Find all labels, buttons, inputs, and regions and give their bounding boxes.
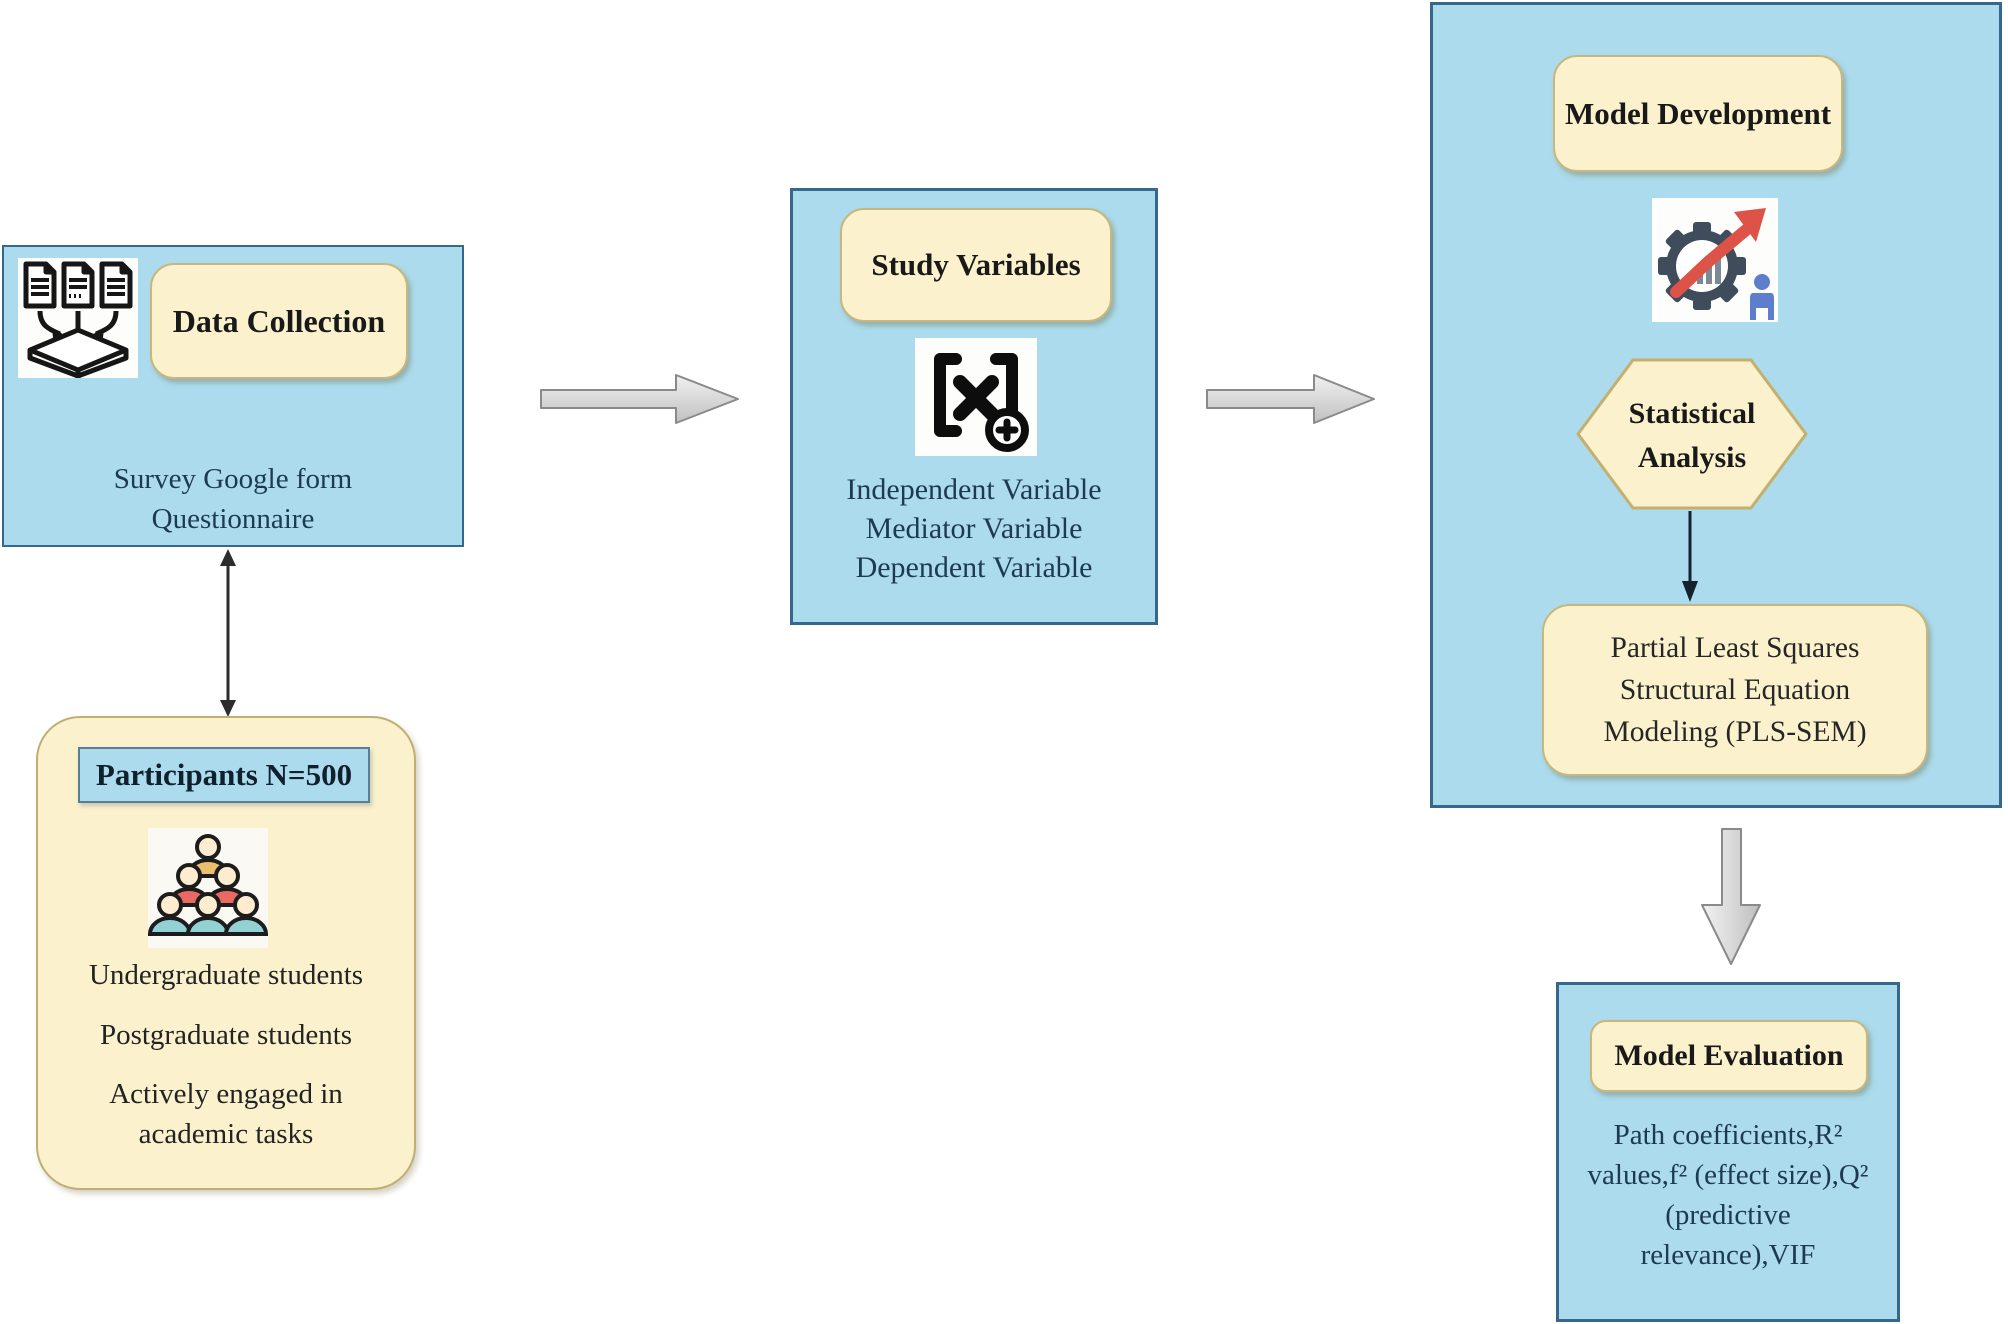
arrow-dc-to-sv <box>540 374 739 424</box>
data-collection-title: Data Collection <box>172 302 386 339</box>
participants-title-label: Participants N=500 <box>78 747 370 803</box>
study-variables-title-label: Study Variables <box>840 208 1112 322</box>
variable-brackets-plus-icon <box>934 353 1029 452</box>
participants-item-1: Undergraduate students <box>88 959 364 991</box>
data-collection-title-label: Data Collection <box>150 263 408 379</box>
arrow-hex-to-pls <box>1682 511 1698 602</box>
participants-title: Participants N=500 <box>95 757 353 792</box>
participants-item-2: Postgraduate students <box>99 1019 353 1051</box>
documents-into-tray-icon <box>23 261 133 378</box>
data-collection-body: Survey Google form Questionnaire <box>113 463 353 535</box>
study-variables-icon-bg <box>915 338 1037 456</box>
vertical-double-arrow <box>220 549 236 717</box>
model-evaluation-title-label: Model Evaluation <box>1590 1020 1868 1092</box>
statistical-analysis-hexagon <box>1576 358 1808 510</box>
arrow-sv-to-md <box>1206 374 1375 424</box>
model-development-title: Model Development <box>1564 95 1832 131</box>
pls-sem-box: Partial Least Squares Structural Equatio… <box>1542 604 1928 776</box>
participants-icon-bg <box>148 828 268 948</box>
gear-growth-chart-icon <box>1658 208 1774 320</box>
arrow-md-to-me <box>1701 828 1761 965</box>
participants-item-3: Actively engaged in academic tasks <box>109 1078 343 1150</box>
statistical-analysis-label: Statistical Analysis <box>1628 397 1756 474</box>
people-pyramid-icon <box>148 834 268 936</box>
study-variables-title: Study Variables <box>871 247 1081 282</box>
model-evaluation-body: Path coefficients,R² values,f² (effect s… <box>1587 1119 1869 1271</box>
data-collection-icon-bg <box>18 258 138 378</box>
model-evaluation-title: Model Evaluation <box>1614 1039 1844 1072</box>
model-development-icon-bg <box>1652 198 1778 322</box>
pls-sem-text: Partial Least Squares Structural Equatio… <box>1603 632 1867 748</box>
study-variables-body: Independent Variable Mediator Variable D… <box>846 473 1102 584</box>
model-development-title-label: Model Development <box>1553 55 1843 172</box>
